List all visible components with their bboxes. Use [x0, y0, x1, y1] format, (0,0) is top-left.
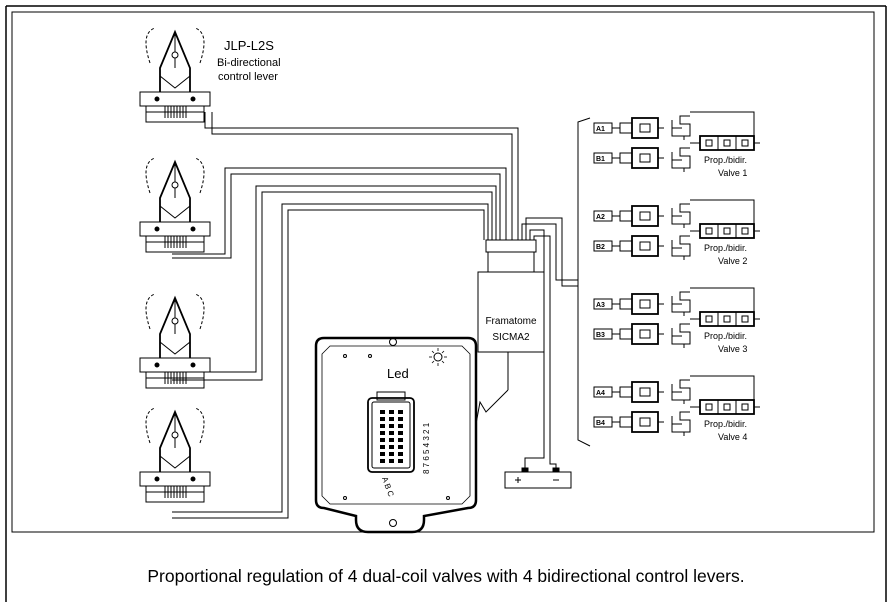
diagram-caption: Proportional regulation of 4 dual-coil v… [147, 566, 745, 586]
coil-b-label: B2 [596, 244, 605, 251]
connector-pins [380, 410, 403, 463]
lever-desc-label: Bi-directional [217, 57, 281, 69]
controller-box [475, 239, 545, 425]
controller-model: SICMA2 [492, 332, 530, 343]
connector-pin [389, 445, 394, 449]
connector-pin [398, 424, 403, 428]
valve-group [593, 199, 760, 260]
connector-pin [380, 417, 385, 421]
valve-type-label: Prop./bidir. [704, 419, 747, 429]
valve-type-label: Prop./bidir. [704, 155, 747, 165]
coil-a-label: A1 [596, 126, 605, 133]
pin-row-label: A B C [380, 476, 396, 499]
led-label: Led [387, 366, 409, 381]
connector-pin [389, 452, 394, 456]
control-levers [139, 27, 211, 503]
valve-number-label: Valve 1 [718, 168, 747, 178]
valve-group [593, 375, 760, 436]
connector-pin [398, 410, 403, 414]
coil-b-label: B1 [596, 156, 605, 163]
valve-number-label: Valve 4 [718, 432, 747, 442]
lever-model-label: JLP-L2S [224, 38, 274, 53]
valve-number-label: Valve 2 [718, 256, 747, 266]
page-frame [5, 5, 887, 602]
connector-pin [380, 410, 385, 414]
connector-pin [380, 459, 385, 463]
lever-desc-label-2: control lever [218, 71, 278, 83]
connector-pin [380, 424, 385, 428]
control-lever [139, 407, 211, 503]
connector-pin [398, 459, 403, 463]
lever-cables [172, 112, 519, 519]
coil-b-label: B3 [596, 332, 605, 339]
connector-pin [389, 410, 394, 414]
connector-pin [389, 438, 394, 442]
connector-pin [398, 452, 403, 456]
controller-name: Framatome [485, 316, 537, 327]
valve-group [593, 287, 760, 348]
coil-a-label: A2 [596, 214, 605, 221]
connector-pin [398, 445, 403, 449]
connector-pin [389, 431, 394, 435]
connector-pin [398, 438, 403, 442]
electronic-module [314, 336, 478, 534]
connector-pin [380, 445, 385, 449]
valve-group [593, 111, 760, 172]
connector-pin [398, 431, 403, 435]
valve-number-label: Valve 3 [718, 344, 747, 354]
control-lever [139, 157, 211, 253]
valve-bus-bracket [577, 117, 591, 447]
battery [504, 467, 572, 489]
coil-a-label: A3 [596, 302, 605, 309]
connector-pin [380, 431, 385, 435]
valve-type-label: Prop./bidir. [704, 243, 747, 253]
connector-pin [380, 452, 385, 456]
connector-pin [389, 417, 394, 421]
connector-pin [398, 417, 403, 421]
control-lever [139, 293, 211, 389]
connector-pin [389, 459, 394, 463]
connector-pin [380, 438, 385, 442]
control-lever [139, 27, 211, 123]
coil-b-label: B4 [596, 420, 605, 427]
coil-a-label: A4 [596, 390, 605, 397]
connector-pin [389, 424, 394, 428]
pin-number-label: 8 7 6 5 4 3 2 1 [422, 422, 431, 474]
valve-type-label: Prop./bidir. [704, 331, 747, 341]
